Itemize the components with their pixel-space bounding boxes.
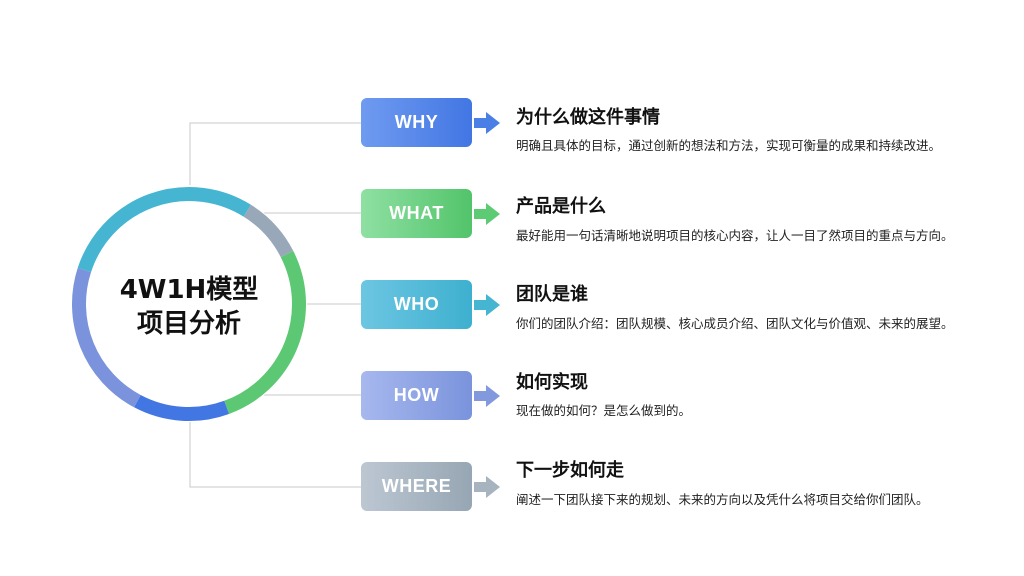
- center-title-line1: 4W1H模型: [119, 275, 259, 305]
- connector-line-5: [189, 420, 361, 488]
- desc-why: 明确且具体的目标，通过创新的想法和方法，实现可衡量的成果和持续改进。: [516, 138, 942, 153]
- ring-segment-4: [134, 394, 230, 421]
- ring-segment-5: [72, 267, 141, 408]
- connector-line-1: [189, 122, 361, 185]
- arrow-right-icon: [474, 476, 500, 498]
- ring-segment-1: [77, 187, 251, 273]
- center-title-line2: 项目分析: [136, 309, 241, 339]
- heading-why: 为什么做这件事情: [516, 107, 660, 128]
- heading-who: 团队是谁: [516, 284, 588, 305]
- arrow-right-icon: [474, 385, 500, 407]
- arrow-right-icon: [474, 203, 500, 225]
- ring-backdrop: [71, 186, 307, 422]
- desc-where: 阐述一下团队接下来的规划、未来的方向以及凭什么将项目交给你们团队。: [516, 492, 929, 507]
- heading-where: 下一步如何走: [516, 460, 624, 481]
- center-title: 4W1H模型 项目分析: [96, 273, 282, 341]
- heading-how: 如何实现: [516, 372, 588, 393]
- heading-what: 产品是什么: [516, 196, 606, 217]
- desc-how: 现在做的如何？是怎么做到的。: [516, 403, 692, 418]
- center-ring: [71, 186, 307, 422]
- desc-who: 你们的团队介绍：团队规模、核心成员介绍、团队文化与价值观、未来的展望。: [516, 316, 954, 331]
- pill-why[interactable]: WHY: [361, 98, 472, 147]
- connector-lines: [189, 122, 361, 488]
- pill-where[interactable]: WHERE: [361, 462, 472, 511]
- desc-what: 最好能用一句话清晰地说明项目的核心内容，让人一目了然项目的重点与方向。: [516, 228, 954, 243]
- pill-what[interactable]: WHAT: [361, 189, 472, 238]
- arrow-right-icon: [474, 294, 500, 316]
- ring-segment-3: [224, 250, 306, 414]
- pill-who[interactable]: WHO: [361, 280, 472, 329]
- ring-segment-2: [243, 204, 294, 258]
- arrow-right-icon: [474, 112, 500, 134]
- pill-how[interactable]: HOW: [361, 371, 472, 420]
